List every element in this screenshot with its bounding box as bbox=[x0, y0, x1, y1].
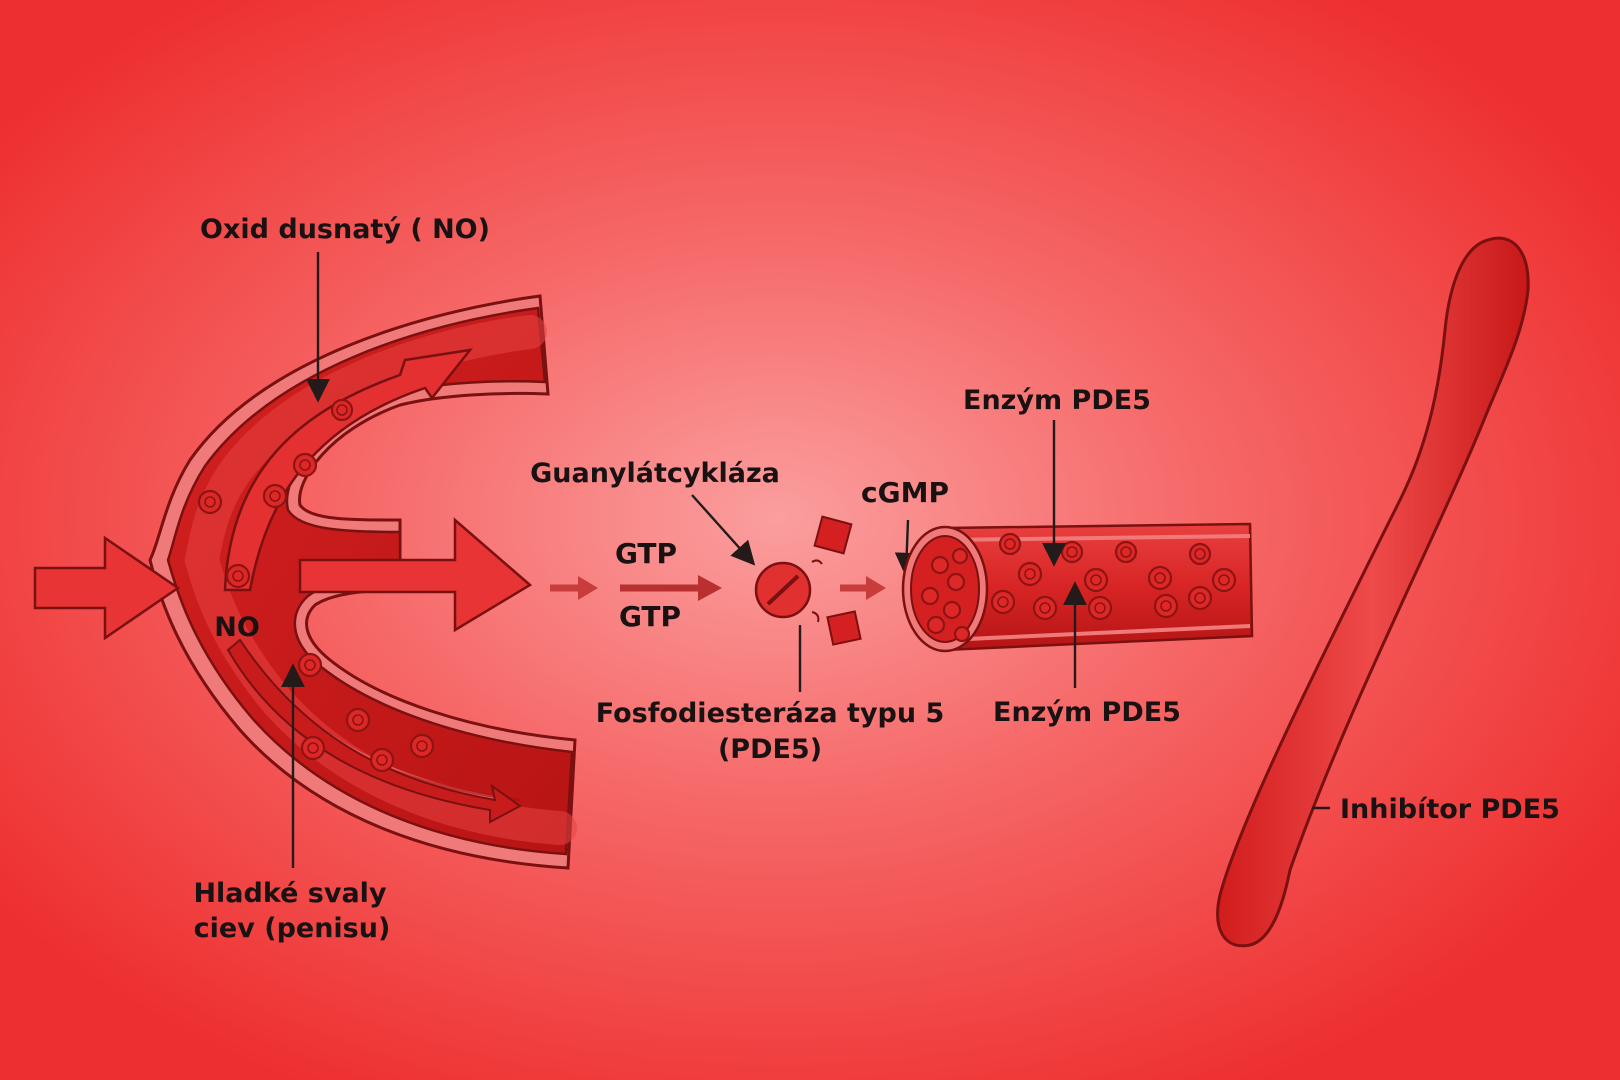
label-fosfodiesteraza-1: Fosfodiesteráza typu 5 bbox=[596, 698, 945, 729]
label-oxid-dusnaty: Oxid dusnatý ( NO) bbox=[200, 214, 490, 245]
middle-flow-arrow bbox=[298, 517, 533, 633]
cgmp-cubes bbox=[813, 515, 862, 646]
label-inhibitor: Inhibítor PDE5 bbox=[1340, 794, 1560, 825]
label-hladke-svaly-2: ciev (penisu) bbox=[194, 913, 391, 944]
inflow-arrow bbox=[33, 535, 181, 641]
label-no: NO bbox=[214, 612, 260, 643]
label-hladke-svaly-1: Hladké svaly bbox=[193, 878, 386, 909]
pde5-enzyme-sphere bbox=[754, 559, 823, 623]
pde5-inhibitor-shape bbox=[1216, 236, 1530, 948]
label-guanylatcyklaza: Guanylátcykláza bbox=[530, 458, 780, 489]
guanylatcyklaza-leader bbox=[691, 494, 756, 566]
vessel-blood-cells bbox=[197, 398, 435, 773]
label-gtp-bottom: GTP bbox=[619, 600, 681, 633]
gtp-arrow bbox=[620, 575, 722, 601]
faint-arrow-2 bbox=[840, 576, 886, 600]
label-enzym-bottom: Enzým PDE5 bbox=[993, 697, 1181, 728]
label-gtp-top: GTP bbox=[615, 537, 677, 570]
label-enzym-top: Enzým PDE5 bbox=[963, 385, 1151, 416]
cut-blood-vessel bbox=[901, 522, 1254, 653]
faint-arrow-1 bbox=[550, 576, 598, 600]
lower-flow-arrow bbox=[226, 638, 522, 824]
label-cgmp: cGMP bbox=[861, 476, 949, 509]
label-fosfodiesteraza-2: (PDE5) bbox=[718, 734, 822, 765]
